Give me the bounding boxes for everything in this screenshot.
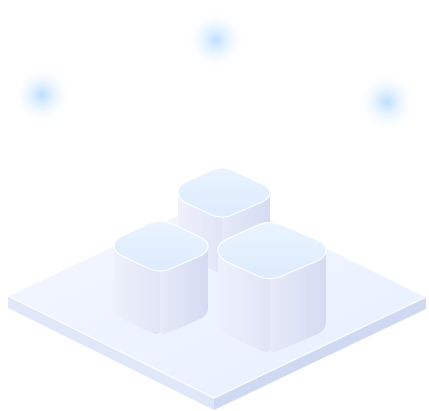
left-beacon <box>12 65 72 292</box>
center-beacon <box>186 10 246 172</box>
right-beacon <box>357 72 417 296</box>
left-cube <box>113 220 209 334</box>
right-cube <box>217 221 327 352</box>
